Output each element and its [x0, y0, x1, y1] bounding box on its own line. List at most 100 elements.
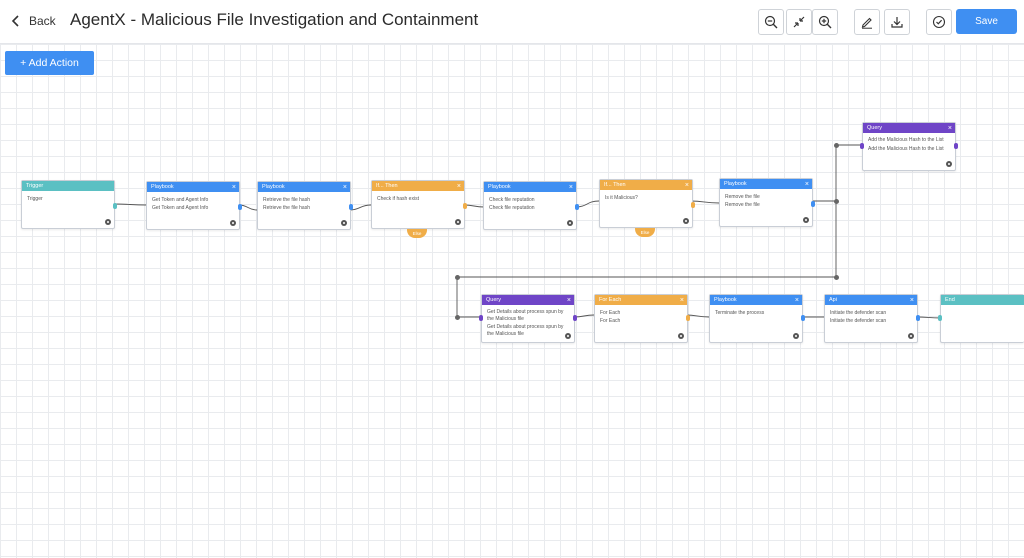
- gear-icon[interactable]: [946, 161, 952, 167]
- close-icon[interactable]: ×: [342, 183, 347, 191]
- gear-icon[interactable]: [230, 220, 236, 226]
- node-line: Check if hash exist: [377, 196, 419, 202]
- zoom-in-button[interactable]: [812, 9, 838, 35]
- output-port[interactable]: [801, 315, 805, 321]
- close-icon[interactable]: ×: [679, 296, 684, 304]
- node-header: Playbook ×: [258, 182, 350, 192]
- input-port[interactable]: [479, 315, 483, 321]
- node-type: Playbook: [151, 184, 174, 190]
- node-body: Terminate the process: [710, 305, 802, 321]
- node-line: Add the Malicious Hash to the List: [868, 137, 944, 143]
- output-port[interactable]: [954, 143, 958, 149]
- download-icon: [891, 17, 903, 28]
- output-port[interactable]: [349, 204, 353, 210]
- gear-icon[interactable]: [455, 219, 461, 225]
- node-type: Trigger: [26, 183, 44, 189]
- node-header: Trigger: [22, 181, 114, 191]
- node-header: Playbook ×: [720, 179, 812, 189]
- node-playbook-remove-file[interactable]: Playbook × Remove the file Remove the fi…: [719, 178, 815, 227]
- validate-button[interactable]: [926, 9, 952, 35]
- node-if-malicious[interactable]: If... Then × Is it Malicious?: [599, 179, 695, 228]
- close-icon[interactable]: ×: [909, 296, 914, 304]
- input-port[interactable]: [938, 315, 942, 321]
- close-icon[interactable]: ×: [684, 181, 689, 189]
- junction-dot: [834, 275, 839, 280]
- node-playbook-retrieve-hash[interactable]: Playbook × Retrieve the file hash Retrie…: [257, 181, 353, 230]
- node-playbook-terminate-process[interactable]: Playbook × Terminate the process: [709, 294, 805, 343]
- node-query-add-hash[interactable]: Query × Add the Malicious Hash to the Li…: [860, 122, 958, 171]
- back-button[interactable]: Back: [10, 11, 56, 31]
- node-type: Playbook: [724, 181, 747, 187]
- node-line: Get Token and Agent Info: [152, 205, 209, 211]
- else-branch-tag[interactable]: Else: [635, 228, 655, 237]
- junction-dot: [834, 143, 839, 148]
- node-end[interactable]: End: [938, 294, 1024, 343]
- close-icon[interactable]: ×: [794, 296, 799, 304]
- node-body: Remove the file Remove the file: [720, 189, 812, 213]
- node-body: Check file reputation Check file reputat…: [484, 192, 576, 216]
- input-port[interactable]: [860, 143, 864, 149]
- check-circle-icon: [932, 15, 946, 29]
- node-query-process-details[interactable]: Query × Get Details about process spun b…: [479, 294, 577, 343]
- gear-icon[interactable]: [565, 333, 571, 339]
- node-body: Get Details about process spun by the Ma…: [482, 305, 574, 341]
- node-line: Check file reputation: [489, 205, 535, 211]
- edit-button[interactable]: [854, 9, 880, 35]
- zoom-out-button[interactable]: [758, 9, 784, 35]
- node-api-defender-scan[interactable]: Api × Initiate the defender scan Initiat…: [824, 294, 920, 343]
- output-port[interactable]: [916, 315, 920, 321]
- node-line: Add the Malicious Hash to the List: [868, 145, 944, 152]
- gear-icon[interactable]: [793, 333, 799, 339]
- gear-icon[interactable]: [908, 333, 914, 339]
- node-type: Playbook: [262, 184, 285, 190]
- gear-icon[interactable]: [567, 220, 573, 226]
- output-port[interactable]: [238, 204, 242, 210]
- node-type: Api: [829, 297, 837, 303]
- output-port[interactable]: [113, 203, 117, 209]
- gear-icon[interactable]: [803, 217, 809, 223]
- node-type: If... Then: [604, 182, 626, 188]
- node-line: Get Token and Agent Info: [152, 197, 209, 203]
- save-button[interactable]: Save: [956, 9, 1017, 34]
- node-header: For Each ×: [595, 295, 687, 305]
- output-port[interactable]: [811, 201, 815, 207]
- node-header: End: [941, 295, 1024, 305]
- add-action-button[interactable]: + Add Action: [5, 51, 94, 75]
- close-icon[interactable]: ×: [566, 296, 571, 304]
- node-body: Is it Malicious?: [600, 190, 692, 206]
- node-body: Get Token and Agent Info Get Token and A…: [147, 192, 239, 216]
- node-type: Query: [867, 125, 882, 131]
- output-port[interactable]: [463, 203, 467, 209]
- close-icon[interactable]: ×: [456, 182, 461, 190]
- junction-dot: [455, 275, 460, 280]
- node-header: Playbook ×: [484, 182, 576, 192]
- output-port[interactable]: [573, 315, 577, 321]
- node-for-each[interactable]: For Each × For Each For Each: [594, 294, 690, 343]
- node-line: Initiate the defender scan: [830, 318, 887, 324]
- node-playbook-check-reputation[interactable]: Playbook × Check file reputation Check f…: [483, 181, 579, 230]
- fit-to-screen-button[interactable]: [786, 9, 812, 35]
- zoom-in-icon: [818, 15, 832, 29]
- close-icon[interactable]: ×: [804, 180, 809, 188]
- gear-icon[interactable]: [683, 218, 689, 224]
- gear-icon[interactable]: [678, 333, 684, 339]
- gear-icon[interactable]: [105, 219, 111, 225]
- node-trigger[interactable]: Trigger Trigger: [21, 180, 117, 229]
- output-port[interactable]: [686, 315, 690, 321]
- junction-dot: [834, 199, 839, 204]
- top-bar: Back AgentX - Malicious File Investigati…: [0, 0, 1024, 44]
- download-button[interactable]: [884, 9, 910, 35]
- output-port[interactable]: [691, 202, 695, 208]
- output-port[interactable]: [575, 204, 579, 210]
- node-line: Retrieve the file hash: [263, 197, 310, 203]
- node-if-hash-exist[interactable]: If... Then × Check if hash exist: [371, 180, 467, 229]
- back-label: Back: [29, 14, 56, 28]
- node-body: For Each For Each: [595, 305, 687, 329]
- close-icon[interactable]: ×: [568, 183, 573, 191]
- close-icon[interactable]: ×: [947, 124, 952, 132]
- close-icon[interactable]: ×: [231, 183, 236, 191]
- gear-icon[interactable]: [341, 220, 347, 226]
- node-playbook-get-token[interactable]: Playbook × Get Token and Agent Info Get …: [146, 181, 242, 230]
- else-branch-tag[interactable]: Else: [407, 229, 427, 238]
- node-type: If... Then: [376, 183, 398, 189]
